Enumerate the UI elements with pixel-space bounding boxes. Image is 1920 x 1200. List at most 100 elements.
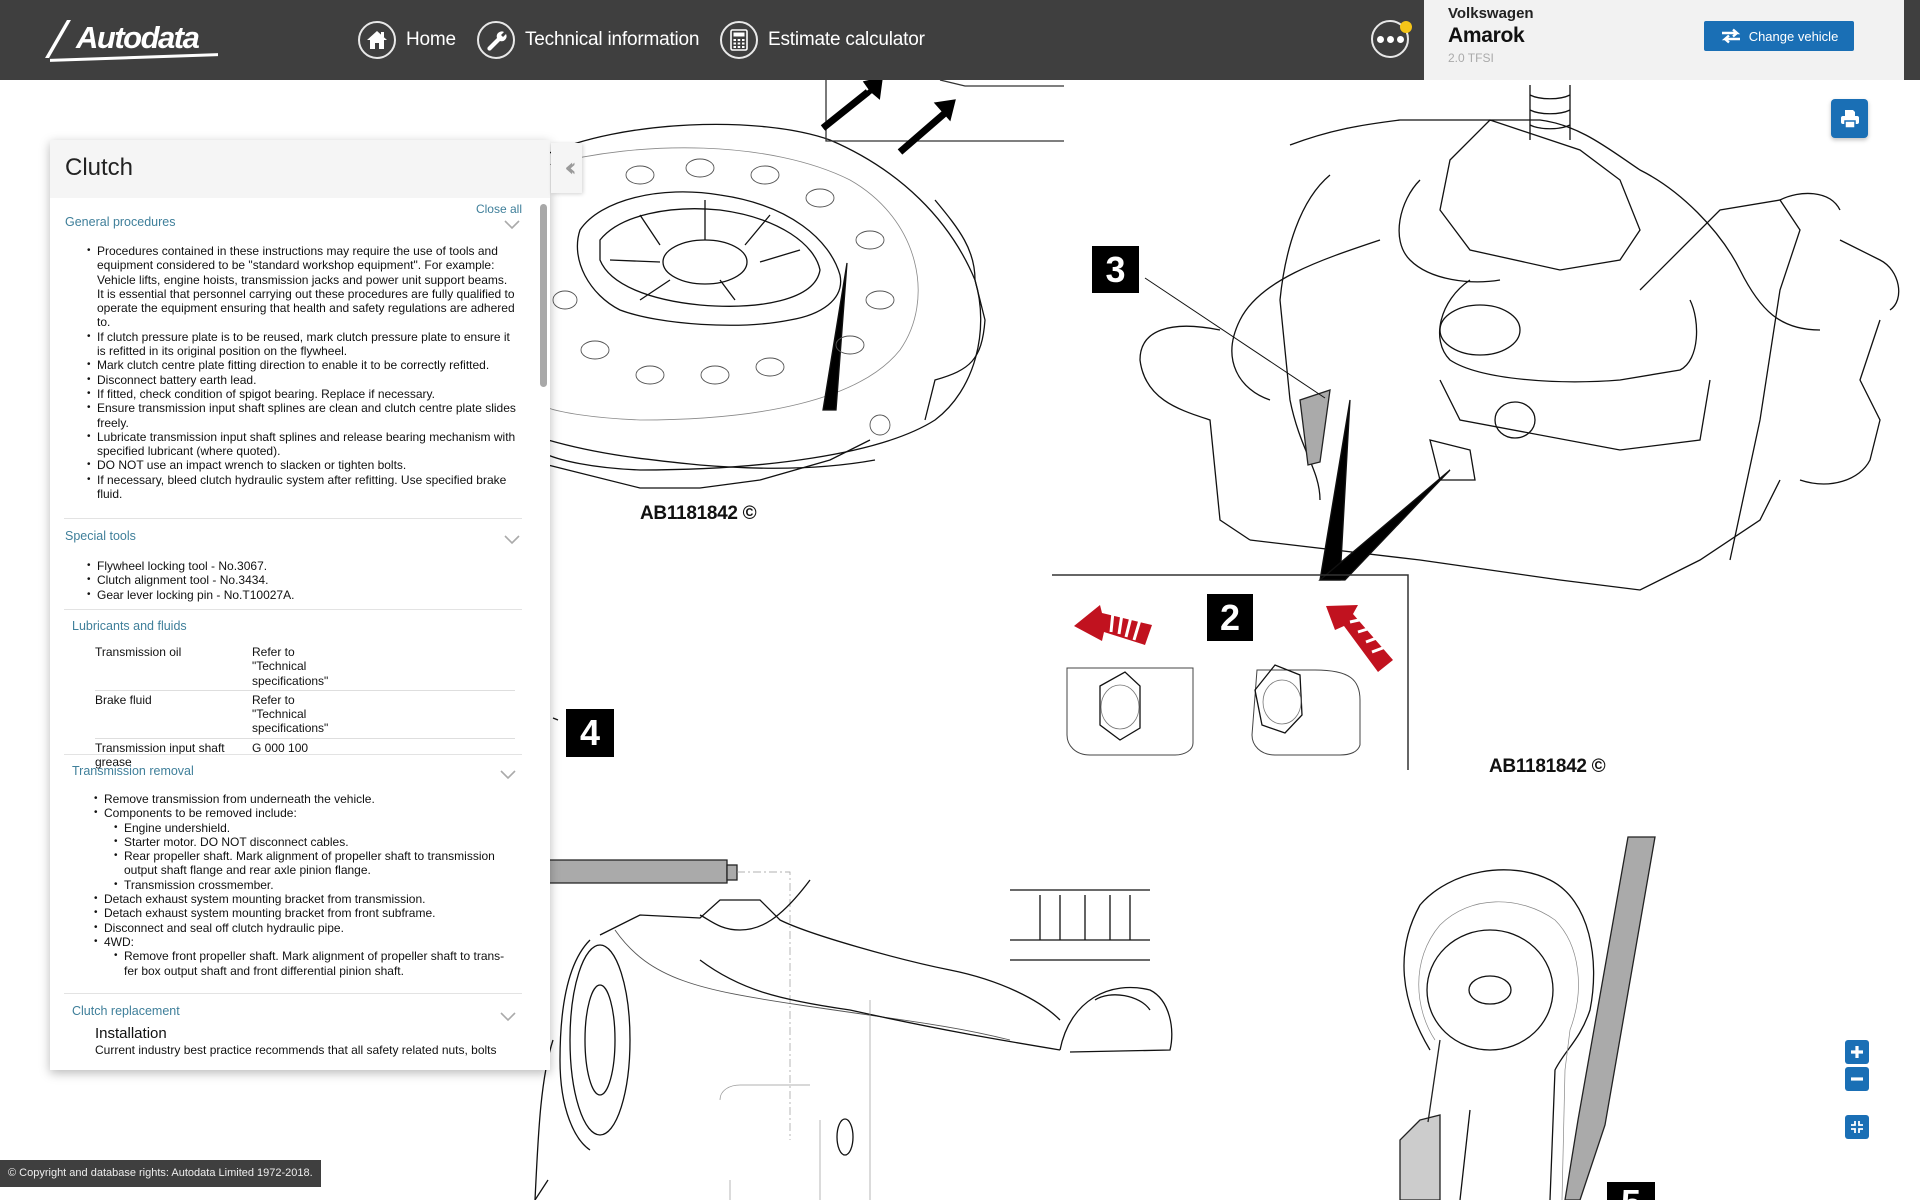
section-divider — [64, 754, 522, 755]
fit-to-screen-button[interactable] — [1845, 1115, 1869, 1139]
section-lubricants-and-fluids[interactable]: Lubricants and fluids — [72, 619, 187, 633]
list-item: Ensure transmission input shaft splines … — [87, 401, 517, 430]
lubricant-value: Refer to "Technical specifications" — [252, 690, 515, 739]
list-item: Detach exhaust system mounting bracket f… — [94, 892, 514, 907]
section-special-tools[interactable]: Special tools — [65, 529, 136, 543]
section-transmission-removal[interactable]: Transmission removal — [72, 764, 194, 778]
clutch-pressure-plate-drawing — [544, 123, 986, 489]
list-item: Clutch alignment tool - No.3434. — [87, 573, 517, 588]
fourwd-sublist: Remove front propeller shaft. Mark align… — [114, 949, 514, 978]
vehicle-engine: 2.0 TFSI — [1448, 51, 1494, 65]
nav-technical-information[interactable]: Technical information — [477, 19, 699, 61]
logo-text: Autodata — [76, 20, 200, 55]
chevron-down-icon[interactable] — [504, 535, 520, 545]
clutch-plate-holes — [552, 158, 895, 436]
list-item: Disconnect battery earth lead. — [87, 373, 517, 388]
lubricant-name: Brake fluid — [95, 690, 252, 739]
illustration-caption-1: AB1181842 © — [640, 503, 757, 524]
notification-badge — [1400, 21, 1412, 33]
scrollbar-thumb[interactable] — [540, 204, 547, 387]
chevron-down-icon[interactable] — [504, 220, 520, 230]
section-divider — [64, 609, 522, 610]
list-item: 4WD: Remove front propeller shaft. Mark … — [94, 935, 514, 978]
list-item: Remove transmission from underneath the … — [94, 792, 514, 807]
list-item-text: 4WD: — [104, 934, 134, 949]
nav-technical-information-label: Technical information — [525, 29, 700, 50]
installation-text: Current industry best practice recommend… — [95, 1043, 497, 1057]
list-item: Lubricate transmission input shaft splin… — [87, 430, 517, 459]
panel-title: Clutch — [65, 154, 134, 181]
list-item: Transmission crossmember. — [114, 878, 514, 893]
section-clutch-replacement[interactable]: Clutch replacement — [72, 1004, 180, 1018]
step-number-2: 2 — [1207, 594, 1253, 641]
lubricant-name: Transmission oil — [95, 643, 252, 691]
fit-to-screen-icon — [1851, 1121, 1863, 1133]
step-number-3: 3 — [1092, 246, 1139, 293]
illustration-canvas[interactable]: AB1181842 © AB1181842 © 2 3 4 5 — [0, 80, 1920, 1200]
procedure-panel: Clutch Close all General procedures Proc… — [50, 140, 550, 1070]
more-options-button[interactable] — [1371, 20, 1409, 58]
nav-home[interactable]: Home — [358, 19, 456, 61]
autodata-logo[interactable]: Autodata — [45, 18, 220, 62]
panel-header: Clutch — [50, 140, 550, 198]
copyright-notice: © Copyright and database rights: Autodat… — [0, 1160, 321, 1187]
step-number-4: 4 — [566, 709, 614, 757]
rotation-arrow-right — [1326, 605, 1393, 672]
ellipsis-dot — [1386, 35, 1394, 43]
home-icon — [358, 21, 396, 59]
bolt-illustrations — [1066, 664, 1361, 756]
list-item: Rear propeller shaft. Mark alignment of … — [114, 849, 514, 878]
table-row: Transmission oil Refer to "Technical spe… — [95, 643, 515, 691]
close-all-link[interactable]: Close all — [475, 202, 522, 216]
header-edge — [1904, 0, 1920, 80]
list-item: Disconnect and seal off clutch hydraulic… — [94, 921, 514, 936]
list-item-text: Components to be removed include: — [104, 806, 297, 821]
list-item: DO NOT use an impact wrench to slacken o… — [87, 458, 517, 473]
change-vehicle-label: Change vehicle — [1748, 28, 1839, 44]
list-item: Engine undershield. — [114, 821, 514, 836]
step-number-5: 5 — [1607, 1182, 1655, 1200]
swap-arrows-icon — [1721, 28, 1740, 44]
chevron-down-icon[interactable] — [500, 770, 516, 780]
technical-drawings — [534, 80, 1900, 1200]
vehicle-make: Volkswagen — [1448, 5, 1534, 22]
top-navigation-bar: Autodata Home Technical information Esti… — [0, 0, 1920, 80]
change-vehicle-button[interactable]: Change vehicle — [1704, 21, 1854, 51]
lubricant-name: Transmission input shaft grease — [95, 740, 225, 770]
panel-scrollbar[interactable] — [539, 198, 548, 1070]
lubricant-value: G 000 100 — [252, 740, 309, 755]
list-item: Remove front propeller shaft. Mark align… — [114, 949, 514, 978]
list-item: Flywheel locking tool - No.3067. — [87, 559, 517, 574]
zoom-in-icon — [1851, 1046, 1863, 1058]
print-icon — [1840, 109, 1859, 129]
zoom-in-button[interactable] — [1845, 1040, 1869, 1064]
transmission-removal-list: Remove transmission from underneath the … — [94, 792, 514, 978]
nav-estimate-calculator[interactable]: Estimate calculator — [720, 19, 925, 61]
nav-home-label: Home — [406, 29, 456, 50]
lubricant-value: Refer to "Technical specifications" — [252, 643, 515, 691]
chevron-down-icon[interactable] — [500, 1012, 516, 1022]
illustration-caption-2: AB1181842 © — [1489, 756, 1606, 777]
section-divider — [64, 518, 522, 519]
ellipsis-dot — [1396, 35, 1404, 43]
wrench-icon — [477, 21, 515, 59]
logo-slash — [45, 20, 71, 58]
vehicle-info-panel: Volkswagen Amarok 2.0 TFSI Change vehicl… — [1424, 0, 1920, 80]
collapse-panel-button[interactable]: ‹‹ — [551, 143, 582, 193]
panel-content: Close all General procedures Procedures … — [50, 198, 540, 1070]
list-item: Components to be removed include: Engine… — [94, 806, 514, 892]
list-item: Detach exhaust system mounting bracket f… — [94, 906, 514, 921]
zoom-out-button[interactable] — [1845, 1067, 1869, 1091]
nav-estimate-calculator-label: Estimate calculator — [768, 29, 925, 50]
list-item: Procedures contained in these instructio… — [87, 244, 517, 330]
list-item: If fitted, check condition of spigot bea… — [87, 387, 517, 402]
list-item: Gear lever locking pin - No.T10027A. — [87, 588, 517, 603]
installation-heading: Installation — [95, 1025, 167, 1042]
table-row: Transmission input shaft grease G 000 10… — [95, 738, 515, 771]
list-item: Starter motor. DO NOT disconnect cables. — [114, 835, 514, 850]
section-general-procedures[interactable]: General procedures — [65, 215, 176, 229]
zoom-out-icon — [1851, 1077, 1863, 1081]
print-button[interactable] — [1831, 99, 1868, 138]
components-sublist: Engine undershield. Starter motor. DO NO… — [114, 821, 514, 893]
special-tools-list: Flywheel locking tool - No.3067. Clutch … — [87, 559, 517, 602]
